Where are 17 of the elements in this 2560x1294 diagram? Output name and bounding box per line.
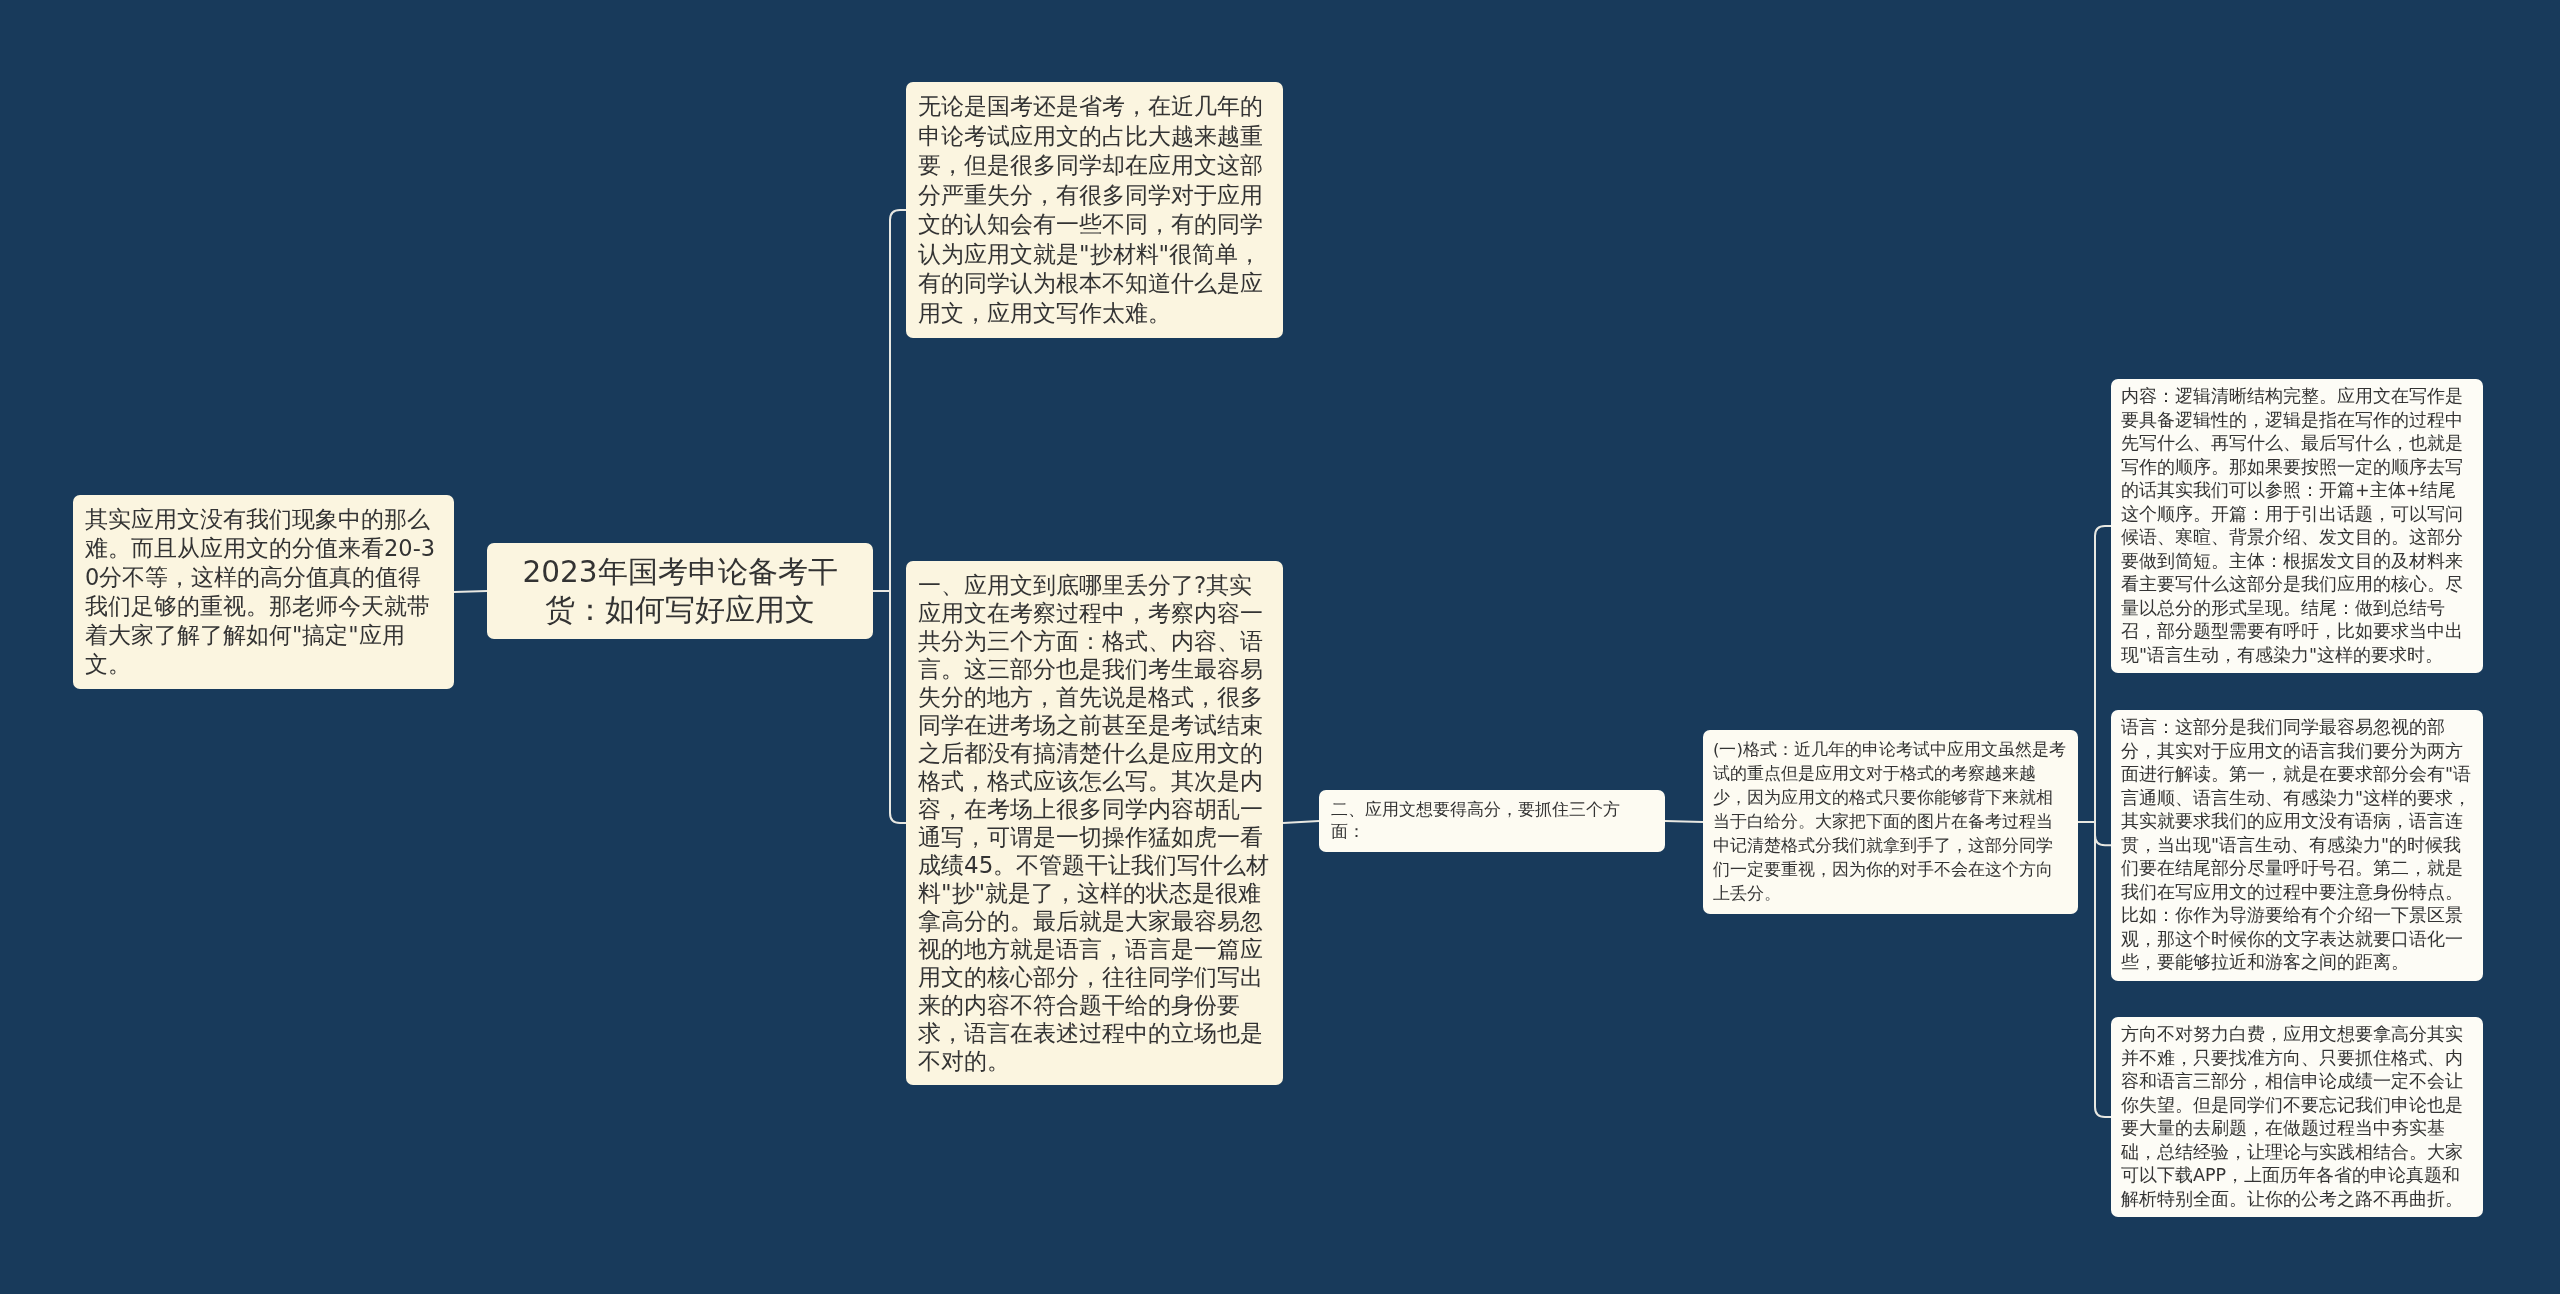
connector-line: [453, 590, 488, 593]
node-text: 其实应用文没有我们现象中的那么难。而且从应用文的分值来看20-30分不等，这样的高分值真的值得我们足够的重视。那老师今天就带着大家了解了解如何"搞定"应用文。: [85, 505, 437, 679]
node-text: 无论是国考还是省考，在近几年的申论考试应用文的占比大越来越重要，但是很多同学却在应用文这部分严重失分，有很多同学对于应用文的认知会有一些不同，有的同学认为应用文就是"抄材料"很简单，有的同学认为根本不知道什么是应用文，应用文写作太难。: [918, 92, 1264, 328]
connector-line: [1282, 820, 1320, 824]
text-box: [906, 82, 1283, 338]
node-text: (一)格式：近几年的申论考试中应用文虽然是考试的重点但是应用文对于格式的考察越来越少，因为应用文的格式只要你能够背下来就相当于白给分。大家把下面的图片在备考过程当中记清楚格式分我们就拿到手了，这部分同学们一定要重视，因为你的对手不会在这个方向上丢分。: [1713, 739, 2067, 905]
node-text: 方向不对努力白费，应用文想要拿高分其实并不难，只要找准方向、只要抓住格式、内容和语言三部分，相信申论成绩一定不会让你失望。但是同学们不要忘记我们申论也是要大量的去刷题，在做题过程当中夯实基础，总结经验，让理论与实践相结合。大家可以下载APP，上面历年各省的申论真题和解析特别全面。让你的公考之路不再曲折。: [2121, 1023, 2464, 1211]
node-text: 语言：这部分是我们同学最容易忽视的部分，其实对于应用文的语言我们要分为两方面进行解读。第一，就是在要求部分会有"语言通顺、语言生动、有感染力"这样的要求，其实就要求我们的应用文没有语病，语言连贯，当出现"语言生动、有感染力"的时候我们要在结尾部分尽量呼吁号召。第二，就是我们在写应用文的过程中要注意身份特点。比如：你作为导游要给有个介绍一下景区景观，那这个时候你的文字表达就要口语化一些，要能够拉近和游客之间的距离。: [2121, 716, 2473, 974]
topic-title: 2023年国考申论备考干货：如何写好应用文: [521, 554, 839, 629]
subtopic-box: [1319, 790, 1665, 852]
node-text: 内容：逻辑清晰结构完整。应用文在写作是要具备逻辑性的，逻辑是指在写作的过程中先写什么、再写什么、最后写什么，也就是写作的顺序。那如果要按照一定的顺序去写的话其实我们可以参照：开篇+主体+结尾这个顺序。开篇：用于引出话题，可以写问候语、寒暄、背景介绍、发文目的。这部分要做到简短。主体：根据发文目的及材料来看主要写什么这部分是我们应用的核心。尽量以总分的形式呈现。结尾：做到总结号召，部分题型需要有呼吁，比如要求当中出现"语言生动，有感染力"这样的要求时。: [2121, 385, 2464, 667]
text-box: [73, 495, 454, 689]
connector-line: [2077, 821, 2112, 1118]
node-text: 一、应用文到底哪里丢分了?其实应用文在考察过程中，考察内容一共分为三个方面：格式、内容、语言。这三部分也是我们考生最容易失分的地方，首先说是格式，很多同学在进考场之前甚至是考试结束之后都没有搞清楚什么是应用文的格式，格式应该怎么写。其次是内容，在考场上很多同学内容胡乱一通写，可谓是一切操作猛如虎一看成绩45。不管题干让我们写什么材料"抄"就是了，这样的状态是很难拿高分的。最后就是大家最容易忽视的地方就是语言，语言是一篇应用文的核心部分，往往同学们写出来的内容不符合题干给的身份要求，语言在表述过程中的立场也是不对的。: [918, 571, 1271, 1075]
topic-box: [487, 543, 873, 639]
node-text: 二、应用文想要得高分，要抓住三个方面：: [1331, 799, 1621, 843]
connector-line: [1664, 820, 1704, 823]
